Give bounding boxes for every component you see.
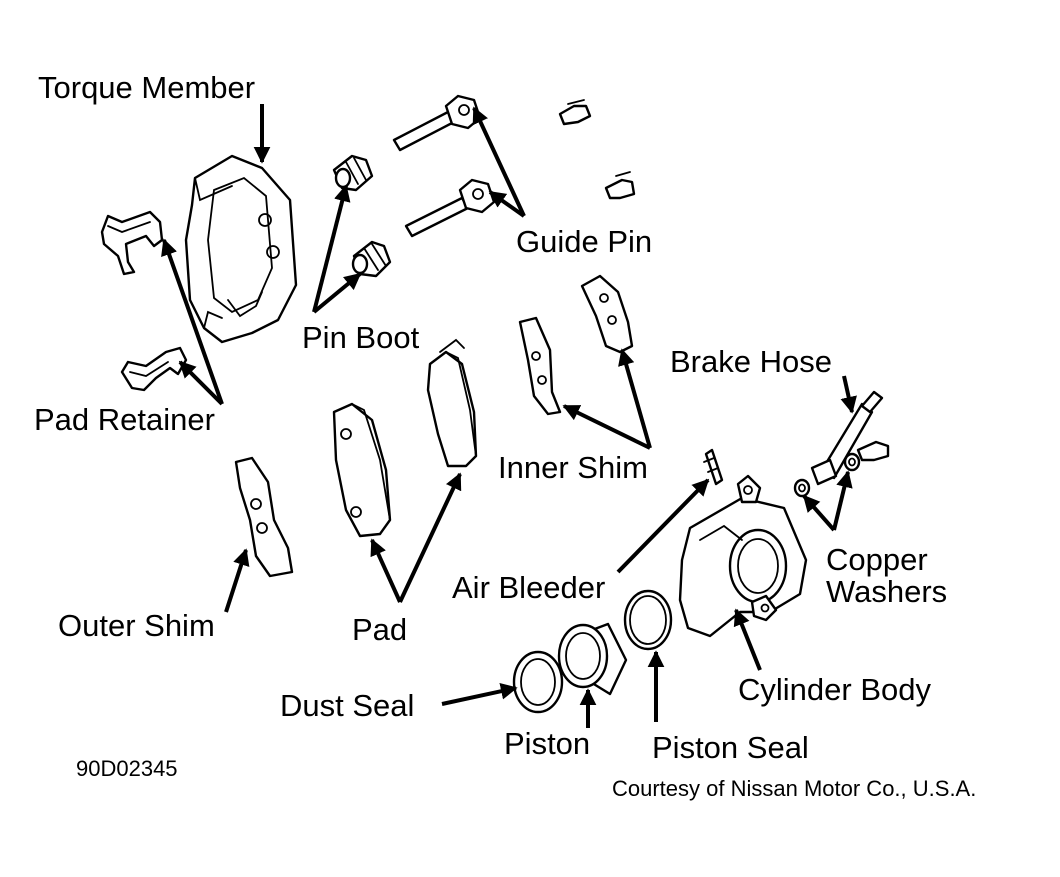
guide-pin-upper-part <box>392 94 482 152</box>
label-outer-shim: Outer Shim <box>58 608 215 643</box>
bolt-part <box>604 171 636 200</box>
piston-seal-part <box>623 589 673 651</box>
inner-shim-left-part <box>518 316 562 416</box>
air-bleeder-part <box>703 448 724 486</box>
copper-washer-part <box>843 452 861 472</box>
pin-boot-lower-part <box>351 240 392 278</box>
brake-hose-part <box>810 390 884 486</box>
pin-boot-upper-part <box>332 154 374 192</box>
bolt-part <box>558 99 592 126</box>
inner-shim-right-part <box>580 274 634 354</box>
figure-code: 90D02345 <box>76 756 178 781</box>
label-brake-hose: Brake Hose <box>670 344 832 379</box>
leader-arrows <box>161 104 857 728</box>
pad-inner-part <box>426 338 478 468</box>
cylinder-body-part <box>678 474 808 638</box>
copper-washer-part <box>793 478 811 498</box>
credit-line: Courtesy of Nissan Motor Co., U.S.A. <box>612 776 976 801</box>
label-air-bleeder: Air Bleeder <box>452 570 605 605</box>
label-torque-member: Torque Member <box>38 70 255 105</box>
dust-seal-part <box>512 650 564 714</box>
pad-retainer-upper-part <box>100 210 164 276</box>
guide-pin-lower-part <box>404 178 496 238</box>
pad-retainer-lower-part <box>120 346 188 392</box>
label-pad: Pad <box>352 612 407 647</box>
label-copper-washers-line2: Washers <box>826 574 947 609</box>
label-pin-boot: Pin Boot <box>302 320 420 355</box>
label-inner-shim: Inner Shim <box>498 450 648 485</box>
bolt-part <box>856 440 890 462</box>
label-dust-seal: Dust Seal <box>280 688 414 723</box>
label-copper-washers-line1: Copper <box>826 542 928 577</box>
label-pad-retainer: Pad Retainer <box>34 402 215 437</box>
label-piston: Piston <box>504 726 590 761</box>
torque-member-part <box>184 154 298 344</box>
outer-shim-part <box>234 456 294 578</box>
label-guide-pin: Guide Pin <box>516 224 652 259</box>
label-piston-seal: Piston Seal <box>652 730 809 765</box>
pad-outer-part <box>332 402 392 538</box>
piston-part <box>557 622 628 696</box>
label-cylinder-body: Cylinder Body <box>738 672 931 707</box>
